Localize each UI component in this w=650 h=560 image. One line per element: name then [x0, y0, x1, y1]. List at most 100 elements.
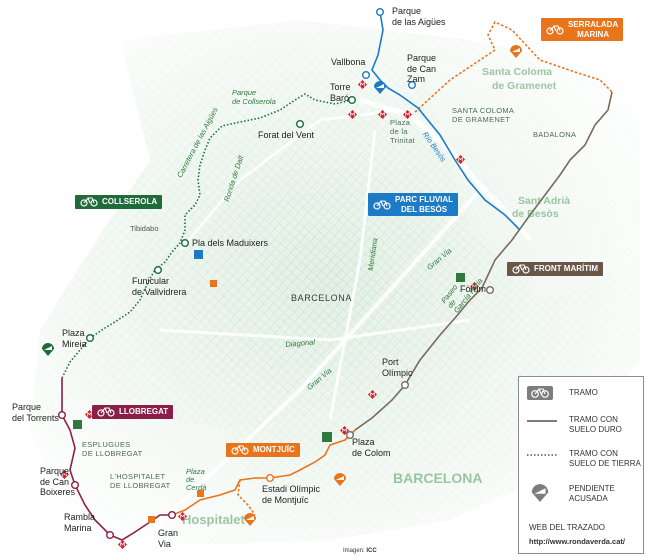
road-ronda-dalt: [178, 108, 401, 251]
node-forum: [486, 286, 495, 295]
legend-web-label: WEB DEL TRAZADO: [529, 523, 606, 532]
badge-serralada-line1: SERRALADA: [568, 20, 619, 29]
metro-icon: [403, 110, 412, 119]
cable-car-icon: [210, 280, 217, 287]
district-santa-coloma-line2: DE GRAMENET: [452, 115, 511, 124]
tram-icon: [73, 420, 82, 429]
legend-duro-line2: SUELO DURO: [569, 425, 622, 434]
metro-icon: [358, 80, 367, 89]
basemap-label-de-gramenet: de Gramenet: [492, 80, 557, 92]
district-hospitalet-line1: L'HOSPITALET: [110, 472, 166, 481]
steep-slope-icon: [510, 45, 522, 58]
place-can-zam-line3: Zam: [407, 74, 425, 84]
node-gran-via: [167, 511, 176, 520]
district-santa-coloma-line1: SANTA COLOMA: [452, 106, 515, 115]
legend-tierra-line1: TRAMO CON: [569, 449, 618, 458]
place-boixeres-line3: Boixeres: [40, 487, 76, 497]
place-trinitat-line2: de la: [390, 127, 408, 136]
metro-icon: [456, 155, 465, 164]
place-gran-via-line2: Via: [158, 538, 171, 549]
place-can-zam-line2: de Can: [407, 63, 437, 74]
credit-source: ICC: [366, 548, 377, 554]
legend-tierra-line2: SUELO DE TIERRA: [569, 459, 641, 468]
place-pla-maduixers: Pla dels Maduixers: [192, 238, 269, 248]
road-diagonal: [159, 318, 471, 342]
metro-icon: [470, 282, 479, 291]
legend-pendiente-line1: PENDIENTE: [569, 484, 615, 493]
district-barcelona: BARCELONA: [291, 293, 352, 303]
street-collserola-line2: de Collserola: [232, 97, 276, 106]
node-boixeres: [70, 481, 79, 490]
place-torre-baro-line1: Torre: [330, 82, 351, 92]
steep-slope-icon: [244, 513, 256, 526]
place-forum: Fòrum: [460, 284, 487, 294]
bike-icon: [512, 264, 530, 274]
basemap-label-sant-adria: Sant Adrià: [518, 195, 571, 207]
district-esplugues-line1: ESPLUGUES: [82, 440, 131, 449]
place-trinitat-line1: Plaza: [390, 118, 411, 127]
place-can-zam-line1: Parque: [407, 53, 437, 63]
node-estadi: [266, 474, 275, 483]
place-funicular-line2: de Vallvidrera: [132, 286, 187, 297]
basemap-label-santa-coloma: Santa Coloma: [482, 66, 553, 78]
metro-icon: [378, 110, 387, 119]
metro-icon: [178, 512, 187, 521]
badge-llobregat: LLOBREGAT: [92, 405, 174, 419]
bike-icon: [231, 445, 249, 455]
badge-montjuic-label: MONTJUÏC: [253, 445, 295, 455]
place-rambla-line1: Rambla: [64, 512, 96, 522]
place-boixeres-line1: Parque: [40, 466, 70, 476]
place-rambla-line2: Marina: [64, 522, 92, 533]
credit-label: Imagen:: [343, 548, 365, 554]
place-parque-aigues-line2: de las Aigües: [392, 16, 446, 27]
badge-front-maritim-label: FRONT MARÍTIM: [534, 264, 598, 274]
image-credit: Imagen: ICC: [343, 548, 377, 554]
legend-tramo: TRAMO: [527, 386, 598, 403]
bus-icon: [194, 250, 203, 259]
steep-slope-icon: [42, 343, 54, 356]
road-meridiana: [328, 129, 377, 421]
place-boixeres-line2: de Can: [40, 476, 70, 487]
legend-web-url[interactable]: http://www.rondaverda.cat/: [529, 537, 625, 546]
street-cerda-line3: Cerdà: [186, 483, 207, 492]
metro-icon: [85, 410, 94, 419]
district-badalona: BADALONA: [533, 130, 577, 139]
place-forat-vent: Forat del Vent: [258, 130, 315, 140]
street-collserola-line1: Parque: [232, 88, 257, 97]
street-cerda-line2: de: [186, 475, 195, 484]
route-parc-fluvial: [371, 11, 521, 231]
bike-icon: [97, 407, 115, 417]
solid-line-icon: [527, 420, 557, 422]
badge-collserola-label: COLLSEROLA: [102, 197, 158, 207]
metro-icon: [60, 470, 69, 479]
place-vallbona: Vallbona: [331, 57, 366, 67]
dotted-line-icon: [527, 454, 557, 456]
steep-slope-icon: [334, 473, 346, 486]
node-maduixers: [180, 238, 189, 247]
road-gran-via: [118, 188, 482, 560]
node-port-olimpic: [401, 381, 410, 390]
node-rambla-marina: [105, 531, 114, 540]
place-parque-aigues-line1: Parque: [392, 6, 422, 16]
cable-car-icon: [197, 490, 204, 497]
place-torrents-line1: Parque: [12, 402, 42, 412]
badge-montjuic: MONTJUÏC: [226, 443, 300, 457]
node-colom: [346, 431, 355, 440]
place-estadi-line1: Estadi Olímpic: [262, 484, 321, 494]
place-mireia-line1: Plaza: [62, 328, 85, 338]
place-funicular-line1: Funicular: [132, 276, 170, 286]
